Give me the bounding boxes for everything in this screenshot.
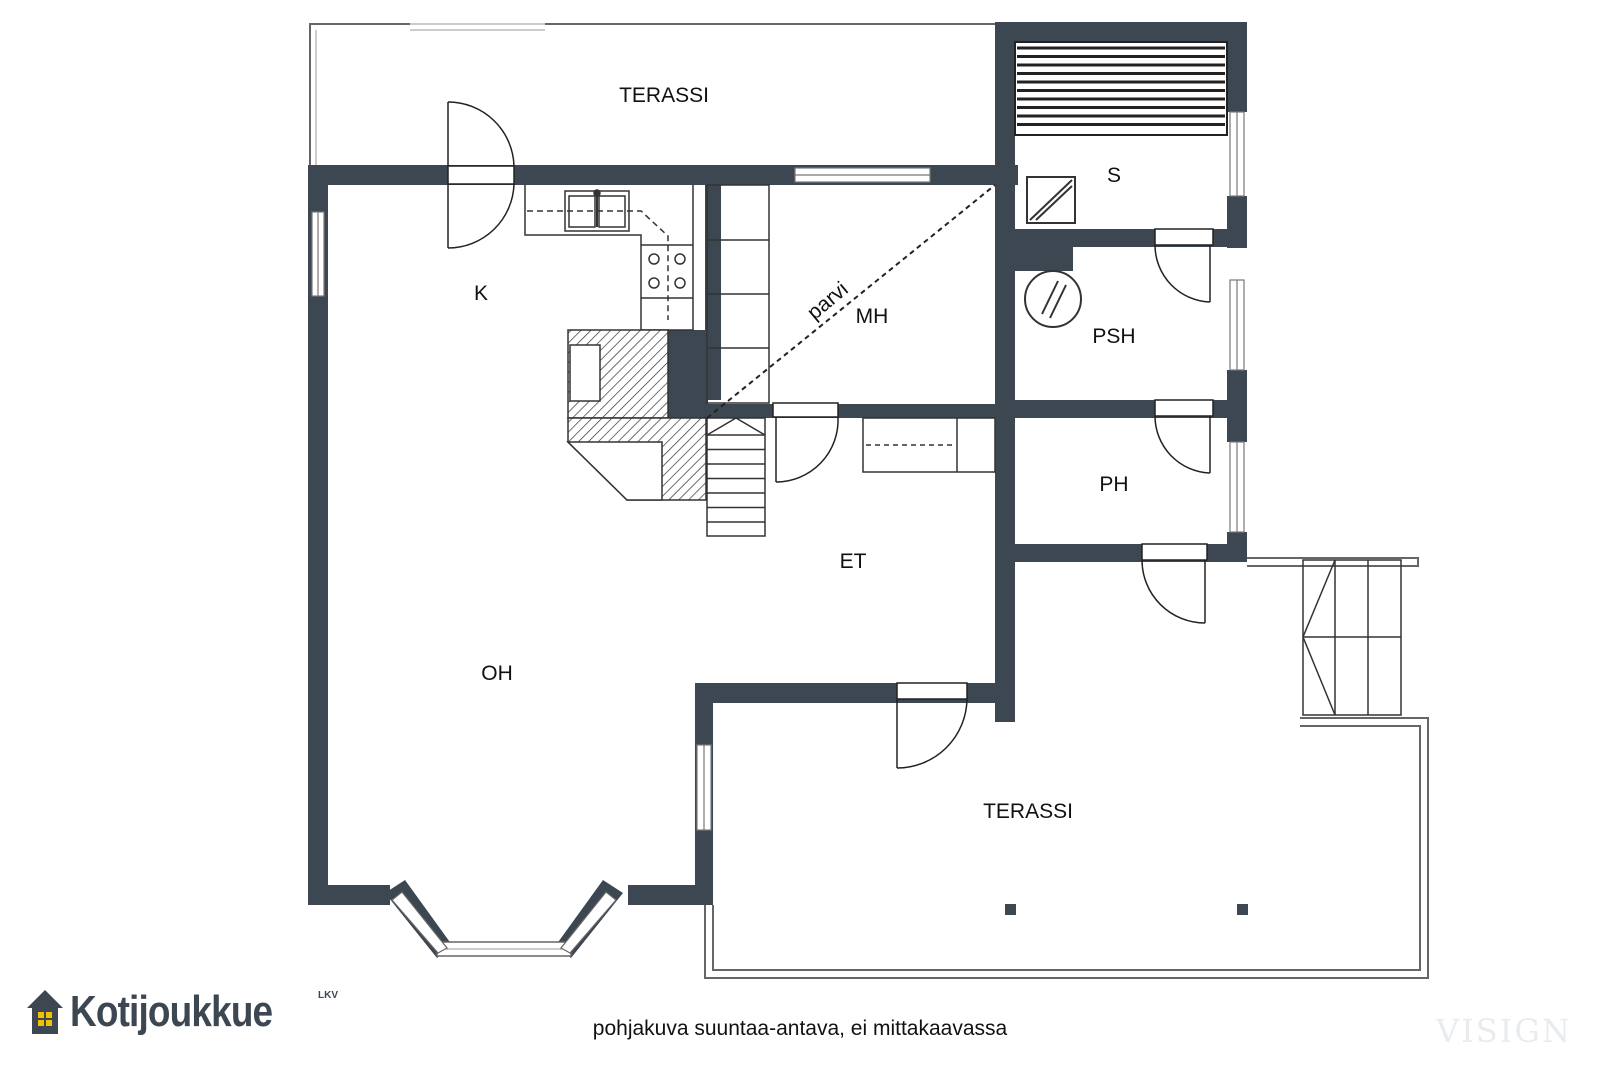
stairs: [706, 417, 766, 537]
entrance-stairs: [1302, 559, 1402, 716]
loft-outline: [706, 184, 996, 419]
room-label-terassi-bottom: TERASSI: [983, 800, 1073, 823]
hall-cabinet: [862, 417, 996, 473]
room-label-s: S: [1107, 164, 1121, 187]
door-kitchen-terrace[interactable]: [447, 101, 515, 249]
room-label-k: K: [474, 282, 488, 305]
washing-machine: [1024, 270, 1082, 328]
room-label-psh: PSH: [1092, 325, 1135, 348]
door-ph[interactable]: [1154, 399, 1214, 474]
door-entrance[interactable]: [1141, 543, 1208, 624]
room-label-terassi-top: TERASSI: [619, 84, 709, 107]
brand-suffix: LKV: [318, 990, 338, 1001]
brand-name: Kotijoukkue: [70, 987, 273, 1036]
door-hall-mh[interactable]: [772, 402, 839, 483]
room-label-ph: PH: [1099, 473, 1128, 496]
terrace-top-outline: [309, 23, 1000, 172]
room-label-parvi: parvi: [803, 278, 853, 325]
kitchen-counter: [524, 185, 694, 331]
windows: [311, 111, 1245, 831]
watermark: VISIGN: [1436, 1012, 1572, 1050]
sink: [564, 189, 630, 232]
room-label-mh: MH: [856, 305, 889, 328]
plan-caption: pohjakuva suuntaa-antava, ei mittakaavas…: [592, 1017, 1008, 1040]
terrace-bottom-outline: [704, 557, 1429, 979]
stove: [648, 253, 686, 289]
room-label-oh: OH: [481, 662, 513, 685]
bay-window: [385, 880, 623, 958]
sauna-bench-slats: [1017, 46, 1225, 126]
brand-logo: Kotijoukkue LKV: [26, 976, 338, 1036]
sauna-heater: [1026, 176, 1076, 224]
door-oh-terrace[interactable]: [896, 682, 968, 769]
wardrobe: [706, 184, 770, 404]
terrace-posts: [1005, 904, 1248, 915]
walls: [308, 22, 1247, 905]
fireplace: [566, 329, 707, 501]
door-psh[interactable]: [1154, 228, 1214, 303]
house-icon: [27, 990, 63, 1034]
room-label-et: ET: [840, 550, 867, 573]
